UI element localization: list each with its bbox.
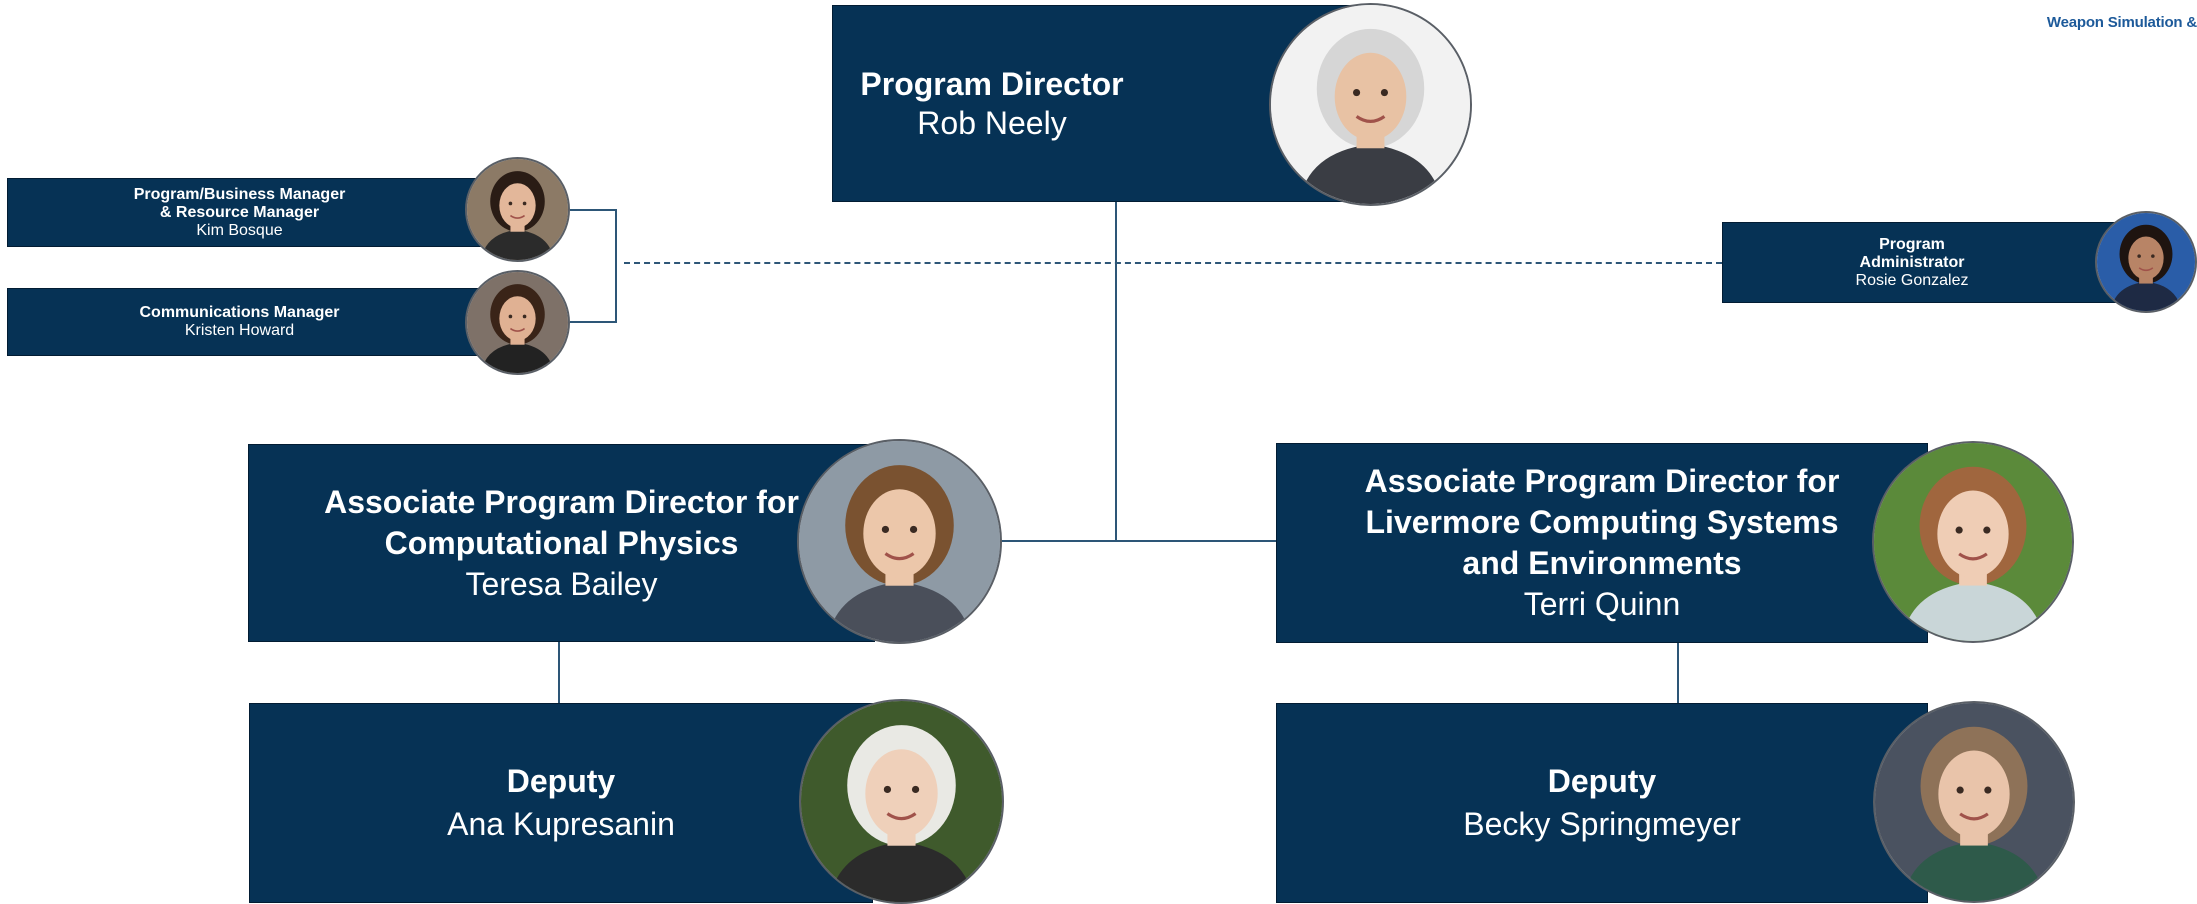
communications-manager-box: Communications Manager Kristen Howard xyxy=(7,288,492,356)
business-manager-title-line1: Program/Business Manager xyxy=(133,185,346,203)
portrait-smile xyxy=(2138,267,2154,272)
apd-livermore-computing-box: Associate Program Director for Livermore… xyxy=(1276,443,1928,643)
portrait-eye-left xyxy=(883,785,892,794)
program-administrator-title-line1: Program xyxy=(1879,235,1945,253)
apd-livermore-computing-title-line2: Livermore Computing Systems xyxy=(1365,504,1839,540)
portrait-eye-left xyxy=(1352,88,1361,97)
portrait-smile xyxy=(1959,812,1989,821)
deputy-left-title: Deputy xyxy=(506,763,616,799)
portrait-shoulders xyxy=(481,229,554,260)
portrait-eye-right xyxy=(911,785,920,794)
portrait-deputy-right-photo xyxy=(1875,703,2073,901)
connector-left-deputy xyxy=(558,642,560,704)
portrait-eye-right xyxy=(1983,526,1991,534)
portrait-shoulders xyxy=(829,841,974,902)
apd-computational-physics-title-line2: Computational Physics xyxy=(384,524,739,561)
portrait-smile xyxy=(1958,552,1988,561)
portrait-face xyxy=(865,749,938,838)
portrait-eye-right xyxy=(1380,88,1389,97)
portrait-eye-right xyxy=(2151,254,2155,258)
portrait-shoulders xyxy=(827,581,972,642)
portrait-eye-right xyxy=(522,314,527,319)
deputy-right-title: Deputy xyxy=(1547,763,1657,799)
apd-computational-physics-title-line1: Associate Program Director for xyxy=(324,483,799,520)
deputy-left-box: Deputy Ana Kupresanin xyxy=(249,703,873,903)
portrait-director-photo xyxy=(1271,5,1470,204)
portrait-business-manager-photo xyxy=(467,159,568,260)
deputy-right-box: Deputy Becky Springmeyer xyxy=(1276,703,1928,903)
deputy-left-name: Ana Kupresanin xyxy=(447,806,675,842)
apd-computational-physics-box: Associate Program Director for Computati… xyxy=(248,444,875,642)
deputy-left-photo xyxy=(799,699,1004,904)
connector-staff-bracket-bottom xyxy=(570,321,616,323)
business-manager-name: Kim Bosque xyxy=(196,221,283,239)
apd-livermore-computing-title-line3: and Environments xyxy=(1462,545,1742,581)
portrait-smile xyxy=(886,812,917,821)
deputy-right-name: Becky Springmeyer xyxy=(1463,806,1741,842)
portrait-face xyxy=(1334,52,1407,141)
portrait-communications-manager-photo xyxy=(467,272,568,373)
portrait-program-administrator-photo xyxy=(2097,213,2195,311)
apd-livermore-computing-name: Terri Quinn xyxy=(1523,586,1681,622)
portrait-eye-left xyxy=(1955,526,1963,534)
director-photo xyxy=(1269,3,1472,206)
deputy-right-photo xyxy=(1873,701,2075,903)
communications-manager-title: Communications Manager xyxy=(139,304,340,321)
portrait-apd-livermore-computing-photo xyxy=(1874,443,2072,641)
portrait-smile xyxy=(509,327,526,332)
business-manager-box: Program/Business Manager & Resource Mana… xyxy=(7,178,492,247)
portrait-shoulders xyxy=(1901,581,2045,641)
portrait-eye-right xyxy=(1984,786,1992,794)
connector-right-deputy xyxy=(1677,642,1679,704)
portrait-smile xyxy=(509,214,526,219)
program-administrator-box: Program Administrator Rosie Gonzalez xyxy=(1722,222,2132,303)
business-manager-title-line2: & Resource Manager xyxy=(159,203,320,221)
portrait-eye-left xyxy=(508,201,513,206)
portrait-apd-computational-physics-photo xyxy=(799,441,1000,642)
apd-livermore-computing-photo xyxy=(1872,441,2074,643)
portrait-face xyxy=(499,183,536,228)
connector-staff-bracket-vertical xyxy=(615,209,617,323)
connector-staff-dashed xyxy=(624,262,1722,264)
connector-staff-bracket-top xyxy=(570,209,616,211)
director-box: Program Director Rob Neely xyxy=(832,5,1352,202)
apd-computational-physics-name: Teresa Bailey xyxy=(465,565,658,602)
portrait-face xyxy=(499,296,536,341)
communications-manager-photo xyxy=(465,270,570,375)
portrait-face xyxy=(2128,236,2164,280)
portrait-shoulders xyxy=(481,342,554,373)
portrait-eye-left xyxy=(1956,786,1964,794)
connector-apd-horizontal xyxy=(1000,540,1276,542)
portrait-eye-left xyxy=(2137,254,2141,258)
communications-manager-name: Kristen Howard xyxy=(184,322,295,339)
apd-livermore-computing-title-line1: Associate Program Director for xyxy=(1364,463,1840,499)
portrait-eye-right xyxy=(909,525,918,534)
portrait-shoulders xyxy=(2110,281,2182,311)
business-manager-photo xyxy=(465,157,570,262)
portrait-shoulders xyxy=(1902,841,2046,901)
portrait-smile xyxy=(884,552,915,561)
portrait-face xyxy=(863,489,936,578)
program-administrator-name: Rosie Gonzalez xyxy=(1855,271,1969,289)
portrait-smile xyxy=(1355,115,1386,124)
apd-computational-physics-photo xyxy=(797,439,1002,644)
program-administrator-title-line2: Administrator xyxy=(1859,253,1965,271)
portrait-eye-right xyxy=(522,201,527,206)
portrait-face xyxy=(1938,750,2010,838)
program-administrator-photo xyxy=(2095,211,2197,313)
portrait-eye-left xyxy=(881,525,890,534)
portrait-eye-left xyxy=(508,314,513,319)
director-title: Program Director xyxy=(860,65,1124,102)
portrait-face xyxy=(1937,490,2009,578)
connector-director-down xyxy=(1115,202,1117,542)
brand-title: Weapon Simulation & xyxy=(2046,14,2197,31)
director-name: Rob Neely xyxy=(917,104,1067,141)
portrait-shoulders xyxy=(1298,144,1443,204)
portrait-deputy-left-photo xyxy=(801,701,1002,902)
